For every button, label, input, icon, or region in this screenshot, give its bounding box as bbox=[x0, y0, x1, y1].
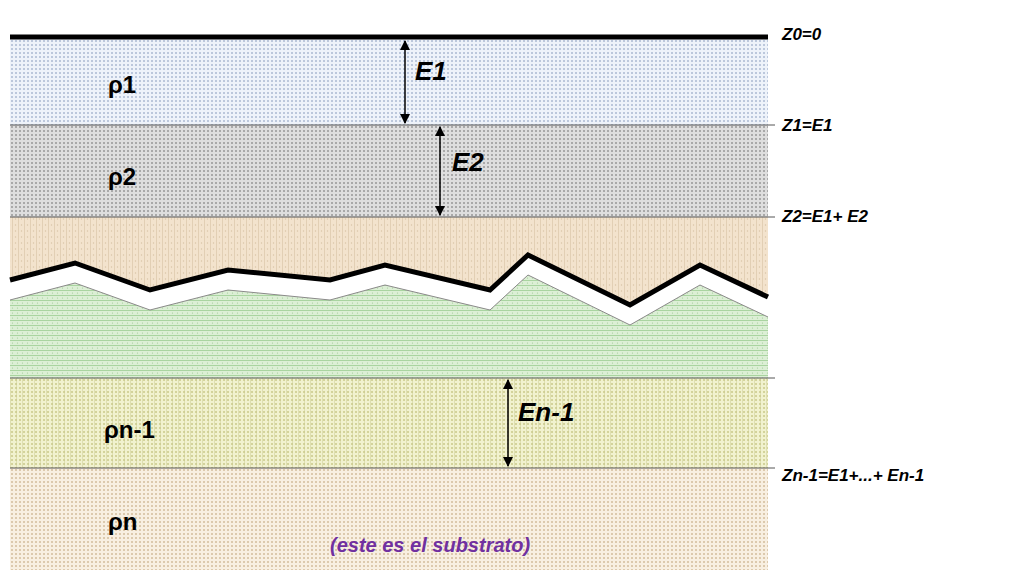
depth-label: Z2=E1+ E2 bbox=[782, 207, 868, 227]
thickness-arrow bbox=[404, 41, 406, 123]
resistivity-label: ρn-1 bbox=[104, 416, 155, 444]
thickness-label: En-1 bbox=[518, 398, 574, 428]
depth-label: Z0=0 bbox=[782, 25, 821, 45]
thickness-label: E2 bbox=[452, 148, 484, 178]
substrate-band: ρn (este es el substrato) bbox=[10, 468, 768, 570]
boundary-line bbox=[10, 217, 775, 218]
layer-band: ρ1 bbox=[10, 39, 768, 125]
gap-band bbox=[10, 255, 768, 325]
boundary-line bbox=[10, 378, 775, 379]
boundary-line bbox=[10, 468, 775, 469]
irregular-boundary bbox=[10, 255, 768, 305]
resistivity-label: ρ1 bbox=[108, 71, 136, 99]
depth-label: Zn-1=E1+...+ En-1 bbox=[782, 466, 924, 486]
depth-label: Z1=E1 bbox=[782, 116, 833, 136]
surface-line bbox=[10, 35, 768, 40]
thickness-label: E1 bbox=[415, 57, 447, 87]
note-text: (este es el substrato) bbox=[330, 534, 530, 557]
boundary-line bbox=[10, 125, 775, 126]
thickness-arrow bbox=[507, 380, 509, 466]
resistivity-label: ρn bbox=[108, 508, 138, 536]
thickness-arrow bbox=[439, 127, 441, 215]
layer-band bbox=[10, 217, 768, 378]
layer-band: ρn-1 bbox=[10, 378, 768, 468]
layer-band: ρ2 bbox=[10, 125, 768, 217]
resistivity-label: ρ2 bbox=[108, 163, 136, 191]
